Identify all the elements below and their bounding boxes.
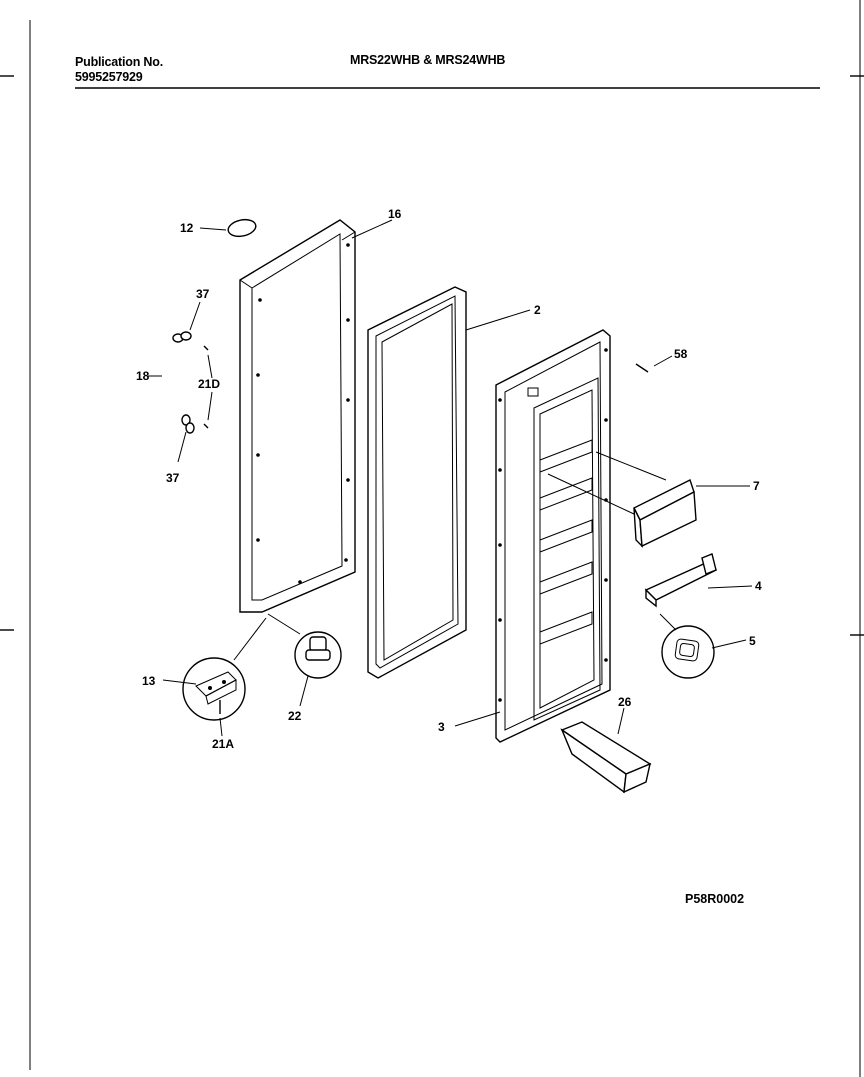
callout-37-bottom: 37	[166, 471, 180, 485]
hinge-detail	[162, 617, 267, 737]
liner-screw	[635, 355, 673, 373]
callout-3: 3	[438, 720, 445, 734]
dairy-rack	[644, 553, 753, 608]
bushing-detail	[267, 613, 342, 707]
callout-58: 58	[674, 347, 688, 361]
callout-22: 22	[288, 709, 302, 723]
door-gasket	[367, 286, 531, 679]
publication-label: Publication No.	[75, 55, 163, 69]
callout-18: 18	[136, 369, 150, 383]
logo-badge-part	[199, 218, 257, 238]
callout-4: 4	[755, 579, 762, 593]
callout-12: 12	[180, 221, 194, 235]
callout-21d: 21D	[198, 377, 220, 391]
callout-13: 13	[142, 674, 156, 688]
callout-37-top: 37	[196, 287, 210, 301]
callout-labels: 12 16 37 18 21D 37 2 58 7 4 5 13 22 21A …	[136, 207, 762, 751]
door-outer-panel	[239, 219, 393, 613]
callout-21a: 21A	[212, 737, 234, 751]
rack-end-detail	[659, 613, 747, 679]
lower-bin	[560, 707, 652, 794]
callout-26: 26	[618, 695, 632, 709]
callout-5: 5	[749, 634, 756, 648]
callout-2: 2	[534, 303, 541, 317]
door-shelf-bin	[547, 451, 750, 548]
door-handle	[148, 301, 201, 463]
handle-screws	[203, 345, 213, 429]
page-code: P58R0002	[685, 892, 745, 906]
publication-number: 5995257929	[75, 70, 143, 84]
callout-16: 16	[388, 207, 402, 221]
door-inner-liner	[454, 329, 611, 743]
model-numbers: MRS22WHB & MRS24WHB	[350, 53, 506, 67]
callout-7: 7	[753, 479, 760, 493]
